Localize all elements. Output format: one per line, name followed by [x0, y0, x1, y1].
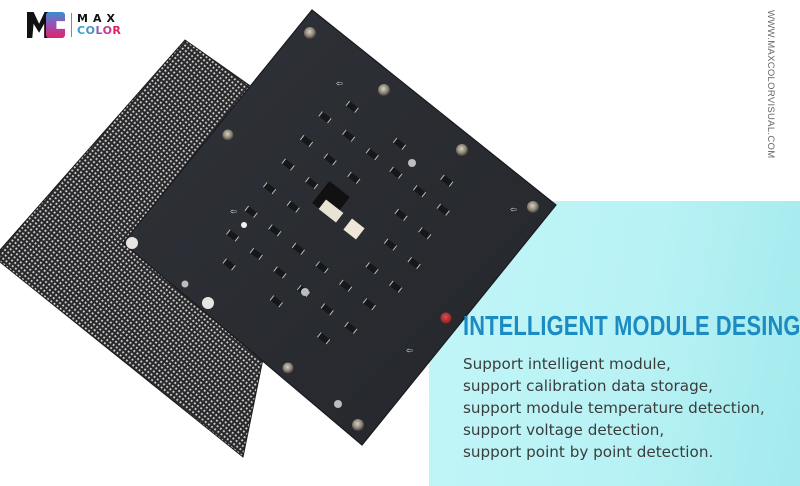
mount-post	[408, 159, 416, 167]
mount-post	[527, 201, 539, 213]
feature-line: support voltage detection,	[463, 421, 665, 439]
mount-post	[282, 362, 294, 374]
feature-line: support calibration data storage,	[463, 377, 713, 395]
svg-text:⇦: ⇦	[510, 205, 517, 214]
feature-line: support module temperature detection,	[463, 399, 765, 417]
logo-wordmark: MAX COLOR	[77, 13, 121, 37]
ribbon-connector	[312, 180, 365, 240]
mount-post	[301, 288, 309, 296]
feature-line: Support intelligent module,	[463, 355, 671, 373]
svg-text:⇦: ⇦	[336, 79, 343, 88]
brand-logo: MAX COLOR	[27, 10, 121, 40]
website-url: WWW.MAXCOLORVISUAL.COM	[765, 10, 776, 159]
logo-word-max: MAX	[77, 12, 120, 25]
feature-line: support point by point detection.	[463, 443, 714, 461]
mount-post	[378, 84, 390, 96]
feature-title: INTELLIGENT MODULE DESING	[463, 310, 800, 341]
mount-post	[352, 419, 364, 431]
mount-post	[126, 237, 138, 249]
mount-post	[334, 400, 342, 408]
svg-text:⇦: ⇦	[230, 207, 237, 216]
logo-separator	[71, 13, 72, 37]
mount-post	[222, 129, 234, 141]
mount-post	[304, 27, 316, 39]
feature-list: Support intelligent module, support cali…	[463, 353, 765, 463]
mount-post	[202, 297, 214, 309]
mount-post	[181, 280, 189, 288]
logo-word-color: COLOR	[77, 24, 122, 37]
logo-mark-icon	[27, 12, 65, 38]
mount-post	[456, 144, 468, 156]
red-indicator	[440, 312, 452, 324]
svg-text:⇦: ⇦	[406, 346, 413, 355]
pcb-board: ⇦ ⇦ ⇦ ⇦	[122, 9, 557, 446]
